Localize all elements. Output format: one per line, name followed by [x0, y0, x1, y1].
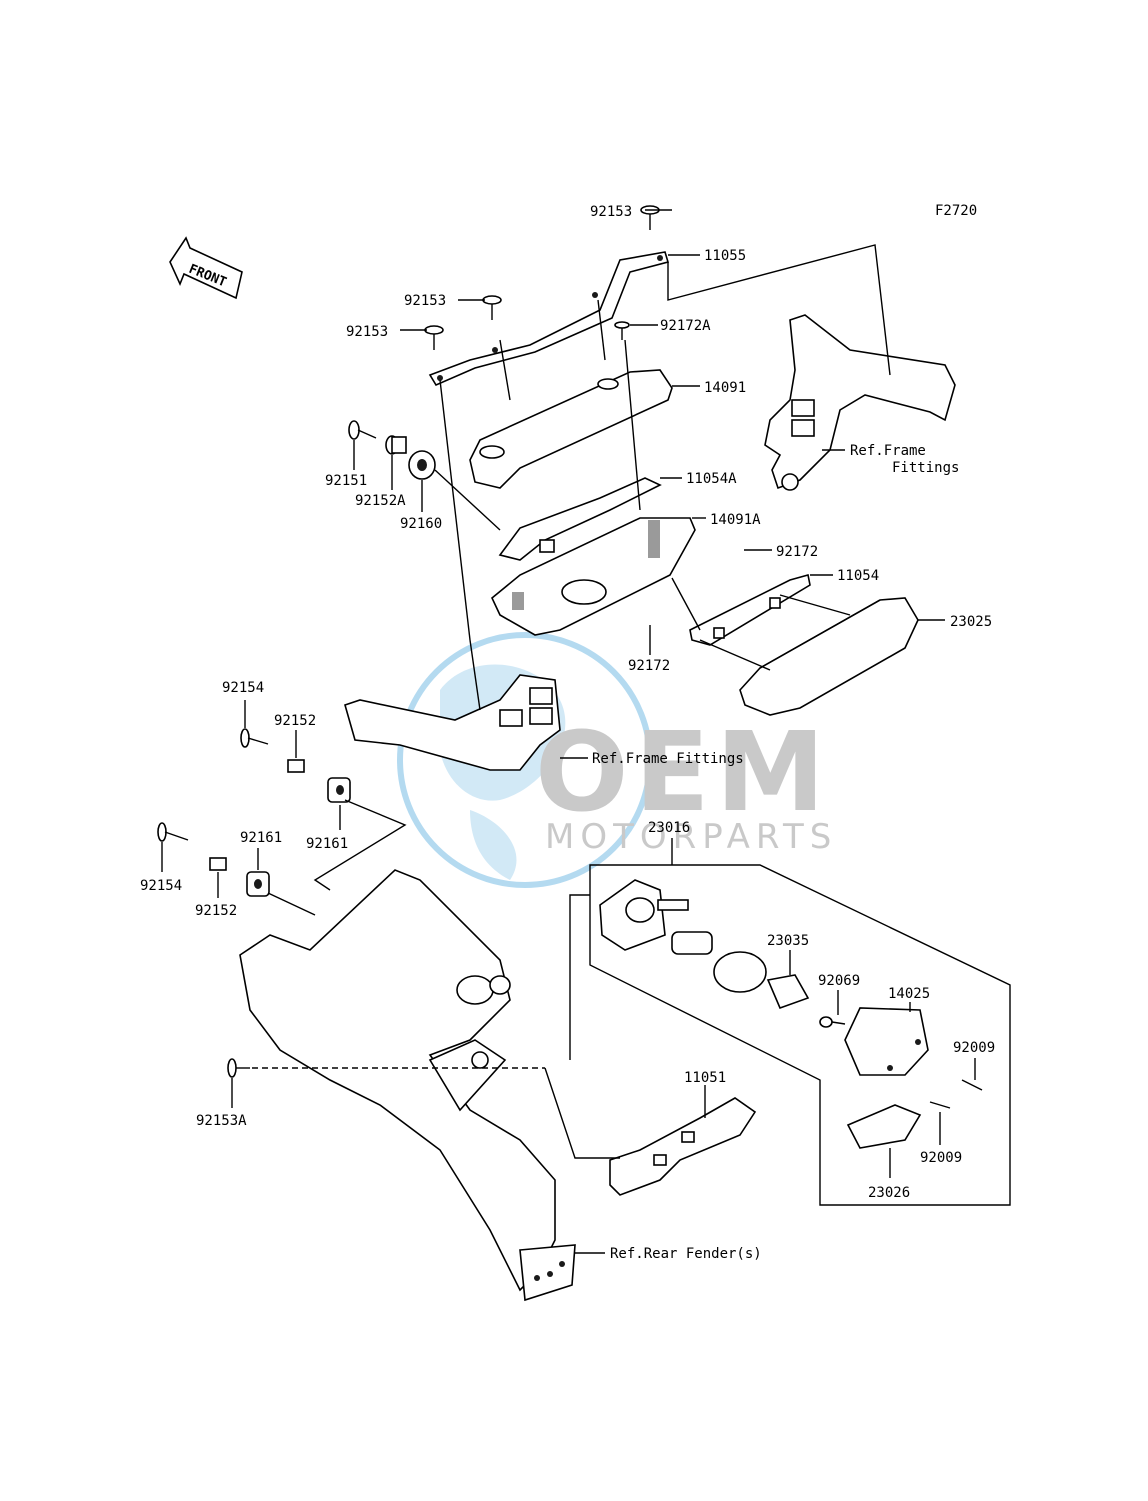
label-92154[interactable]: 92154: [222, 680, 264, 696]
label-14091A[interactable]: 14091A: [710, 512, 761, 528]
label-92152[interactable]: 92152: [274, 713, 316, 729]
figure-code: F2720: [935, 203, 977, 219]
bolt-92151-icon: [348, 420, 377, 440]
bracket-11054: [689, 573, 811, 646]
collar-92152-icon: [209, 759, 305, 871]
rear-fender: [239, 869, 576, 1302]
damper-92161-icon: [246, 777, 351, 897]
label-92152A[interactable]: 92152A: [355, 493, 406, 509]
grab-bar-bracket-11055: [428, 251, 670, 387]
label-ref-rear-fender: Ref.Rear Fender(s): [610, 1246, 762, 1262]
bulb-icon: [671, 931, 713, 955]
label-11055[interactable]: 11055: [704, 248, 746, 264]
damper-92160-icon: [408, 450, 436, 480]
label-ref-frame-fittings-left: Ref.Frame Fittings: [592, 751, 744, 767]
lens-14025-icon: [844, 1007, 929, 1076]
label-11054A[interactable]: 11054A: [686, 471, 737, 487]
label-92160[interactable]: 92160: [400, 516, 442, 532]
bracket-11054A: [498, 477, 662, 561]
label-92172[interactable]: 92172: [628, 658, 670, 674]
watermark-brand: OEM: [535, 708, 831, 836]
label-23016[interactable]: 23016: [648, 820, 690, 836]
label-92151[interactable]: 92151: [325, 473, 367, 489]
license-bracket-11051: [609, 1097, 757, 1196]
screw-92009-icon: [929, 1079, 983, 1109]
label-92161[interactable]: 92161: [240, 830, 282, 846]
front-arrow-icon: FRONT: [169, 236, 243, 300]
label-ref-frame-fittings-right-2: Fittings: [892, 460, 959, 476]
watermark-sub: MOTORPARTS: [545, 817, 837, 857]
bolt-92154-icon: [157, 728, 269, 842]
label-11054[interactable]: 11054: [837, 568, 879, 584]
label-92069[interactable]: 92069: [818, 973, 860, 989]
label-92154[interactable]: 92154: [140, 878, 182, 894]
leader-lines: [161, 209, 976, 1254]
label-92172[interactable]: 92172: [776, 544, 818, 560]
label-92009[interactable]: 92009: [953, 1040, 995, 1056]
lens-cover-23026-icon: [846, 1104, 922, 1149]
frame-fitting-left: [344, 674, 561, 771]
label-92153[interactable]: 92153: [404, 293, 446, 309]
label-14091[interactable]: 14091: [704, 380, 746, 396]
socket-23035-icon: [713, 951, 810, 1010]
label-92153[interactable]: 92153: [346, 324, 388, 340]
collar-92152A-icon: [385, 435, 407, 455]
label-92161[interactable]: 92161: [306, 836, 348, 852]
label-92152[interactable]: 92152: [195, 903, 237, 919]
label-14025[interactable]: 14025: [888, 986, 930, 1002]
screw-92069-icon: [819, 1016, 846, 1028]
license-lamp-kit-23016: [589, 864, 1011, 1206]
label-92172A[interactable]: 92172A: [660, 318, 711, 334]
grab-bar-14091: [469, 369, 673, 489]
tail-lamp-23025: [739, 597, 919, 716]
label-92009[interactable]: 92009: [920, 1150, 962, 1166]
label-23035[interactable]: 23035: [767, 933, 809, 949]
label-92153[interactable]: 92153: [590, 204, 632, 220]
bolt-92153A-icon: [227, 1058, 545, 1078]
label-92153A[interactable]: 92153A: [196, 1113, 247, 1129]
label-23025[interactable]: 23025: [950, 614, 992, 630]
part-labels: 92153 11055 92153 92153 92172A 14091 Ref…: [140, 204, 995, 1262]
label-ref-frame-fittings-right: Ref.Frame: [850, 443, 926, 459]
lamp-base-icon: [599, 879, 689, 951]
label-11051[interactable]: 11051: [684, 1070, 726, 1086]
label-23026[interactable]: 23026: [868, 1185, 910, 1201]
lamp-housing-14091A: [491, 517, 696, 636]
